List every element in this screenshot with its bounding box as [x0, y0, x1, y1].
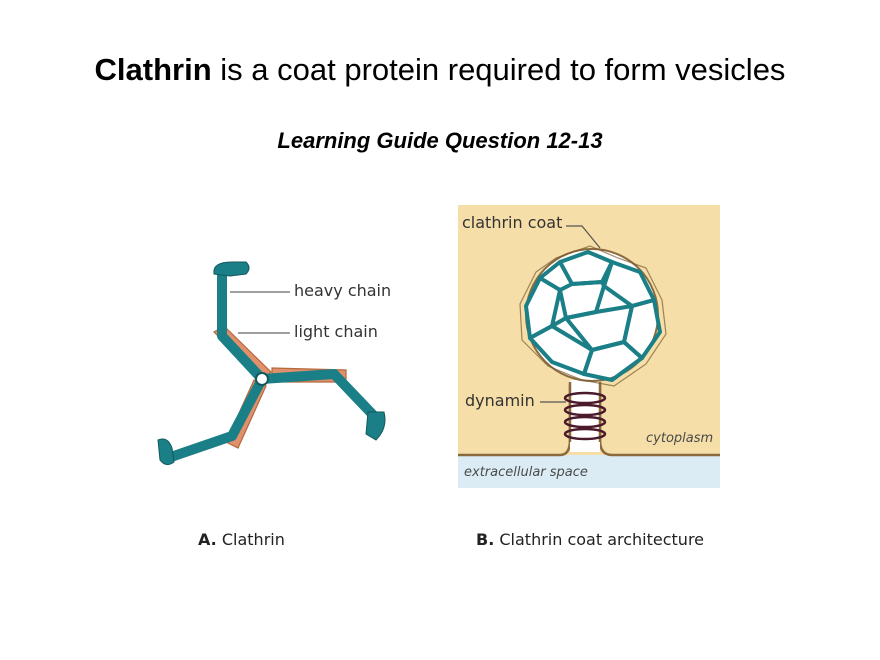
- caption-b: B. Clathrin coat architecture: [476, 530, 704, 549]
- caption-b-letter: B.: [476, 530, 494, 549]
- caption-b-text: Clathrin coat architecture: [494, 530, 704, 549]
- slide-subtitle: Learning Guide Question 12-13: [277, 128, 603, 153]
- heavy-chains: [163, 267, 381, 463]
- clathrin-coat-label: clathrin coat: [462, 213, 562, 232]
- dynamin-rings: [563, 391, 607, 441]
- heavy-chain-right: [257, 369, 381, 423]
- extracellular-region: [458, 455, 720, 488]
- clathrin-lattice-outline: [519, 245, 667, 387]
- title-bold-word: Clathrin: [94, 52, 212, 87]
- heavy-chain-lower: [163, 374, 267, 463]
- caption-a: A. Clathrin: [198, 530, 285, 549]
- clathrin-lattice: [524, 250, 662, 382]
- extracellular-label: extracellular space: [464, 465, 588, 480]
- light-chain-label: light chain: [294, 322, 378, 341]
- dynamin-label: dynamin: [465, 391, 535, 410]
- terminal-left: [157, 438, 175, 466]
- caption-a-text: Clathrin: [217, 530, 285, 549]
- heavy-chain-terminals: [157, 261, 386, 466]
- title-rest: is a coat protein required to form vesic…: [211, 52, 786, 87]
- caption-a-letter: A.: [198, 530, 217, 549]
- heavy-chain-upper: [217, 267, 267, 384]
- terminal-right: [365, 411, 386, 441]
- cytoplasm-label: cytoplasm: [646, 431, 713, 446]
- clathrin-triskelion: heavy chain light chain: [157, 261, 391, 466]
- heavy-chain-label: heavy chain: [294, 281, 391, 300]
- triskelion-hub: [255, 372, 269, 386]
- clathrin-coat-leader: [566, 225, 601, 249]
- clathrin-coat-panel: clathrin coat dynamin cytoplasm extracel…: [458, 205, 720, 488]
- slide-title: Clathrin is a coat protein required to f…: [0, 52, 880, 88]
- terminal-top: [213, 261, 250, 277]
